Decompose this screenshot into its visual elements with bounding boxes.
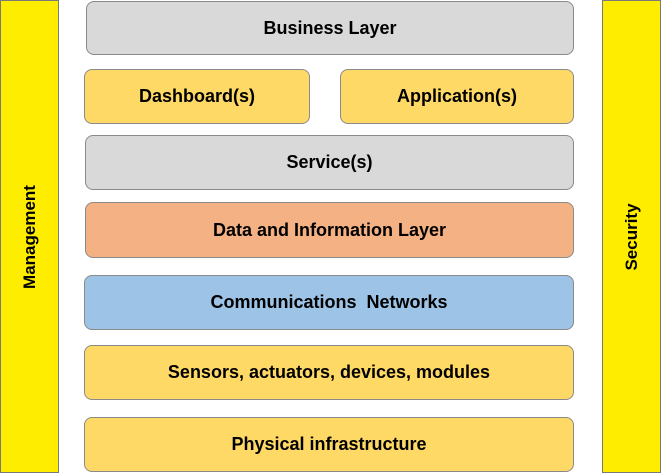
communications-networks-box: Communications Networks (84, 275, 574, 330)
business-layer-label: Business Layer (263, 17, 397, 38)
security-bar: Security (602, 0, 661, 473)
communications-networks-label: Communications Networks (210, 292, 448, 312)
dashboards-box: Dashboard(s) (84, 69, 310, 124)
management-bar: Management (0, 0, 59, 473)
sensors-actuators-label: Sensors, actuators, devices, modules (167, 362, 491, 382)
physical-infrastructure-label: Physical infrastructure (231, 434, 427, 454)
applications-label: Application(s) (397, 86, 517, 106)
applications-box: Application(s) (340, 69, 574, 124)
physical-infrastructure-box: Physical infrastructure (84, 417, 574, 472)
management-label: Management (19, 184, 39, 289)
data-information-layer-label: Data and Information Layer (212, 219, 447, 240)
data-information-layer-box: Data and Information Layer (85, 202, 574, 258)
security-label: Security (621, 202, 641, 271)
dashboards-label: Dashboard(s) (138, 86, 255, 106)
services-label: Service(s) (286, 152, 373, 172)
services-box: Service(s) (85, 135, 574, 190)
business-layer-box: Business Layer (86, 1, 574, 55)
sensors-actuators-box: Sensors, actuators, devices, modules (84, 345, 574, 400)
